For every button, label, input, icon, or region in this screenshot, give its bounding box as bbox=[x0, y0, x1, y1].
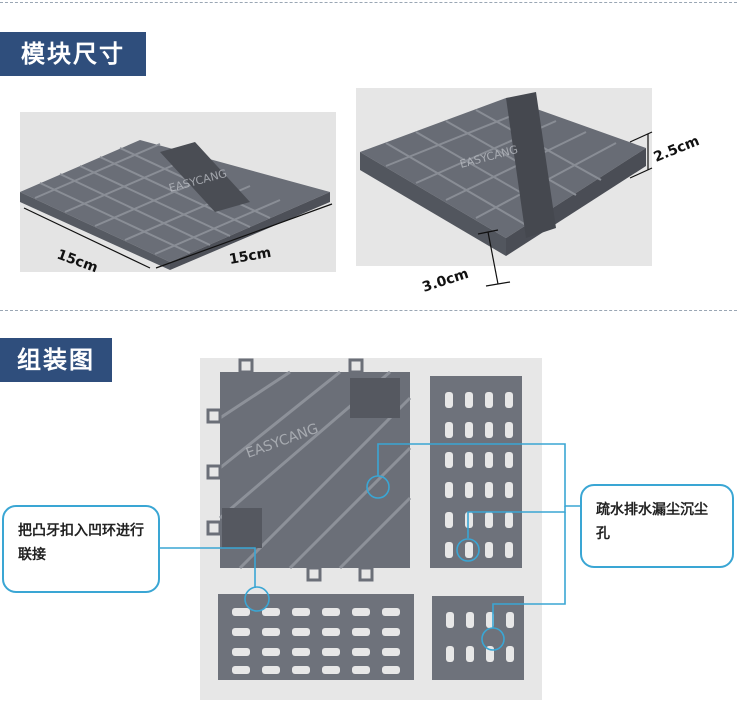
section-heading-assembly: 组装图 bbox=[0, 338, 112, 382]
dim-label-height: 3.0cm bbox=[420, 266, 470, 296]
tile-photo-dimensions: EASYCANG bbox=[20, 112, 336, 272]
callout-drainage: 疏水排水漏尘沉尘孔 bbox=[580, 484, 734, 568]
tile-photo-thickness: EASYCANG bbox=[356, 88, 652, 266]
dim-label-depth: 15cm bbox=[55, 247, 100, 277]
callout-interlock-text: 把凸牙扣入凹环进行联接 bbox=[18, 523, 144, 563]
section-heading-module-size: 模块尺寸 bbox=[0, 32, 146, 76]
dim-label-thickness: 2.5cm bbox=[652, 133, 702, 166]
left-dim-labels: 15cm 15cm bbox=[55, 245, 273, 277]
assembly-photo: EASYCANG bbox=[200, 358, 542, 700]
top-divider bbox=[0, 2, 737, 3]
dim-label-width: 15cm bbox=[228, 245, 273, 268]
callout-drainage-text: 疏水排水漏尘沉尘孔 bbox=[596, 502, 708, 542]
callout-interlock: 把凸牙扣入凹环进行联接 bbox=[2, 505, 160, 593]
middle-divider bbox=[0, 310, 737, 311]
